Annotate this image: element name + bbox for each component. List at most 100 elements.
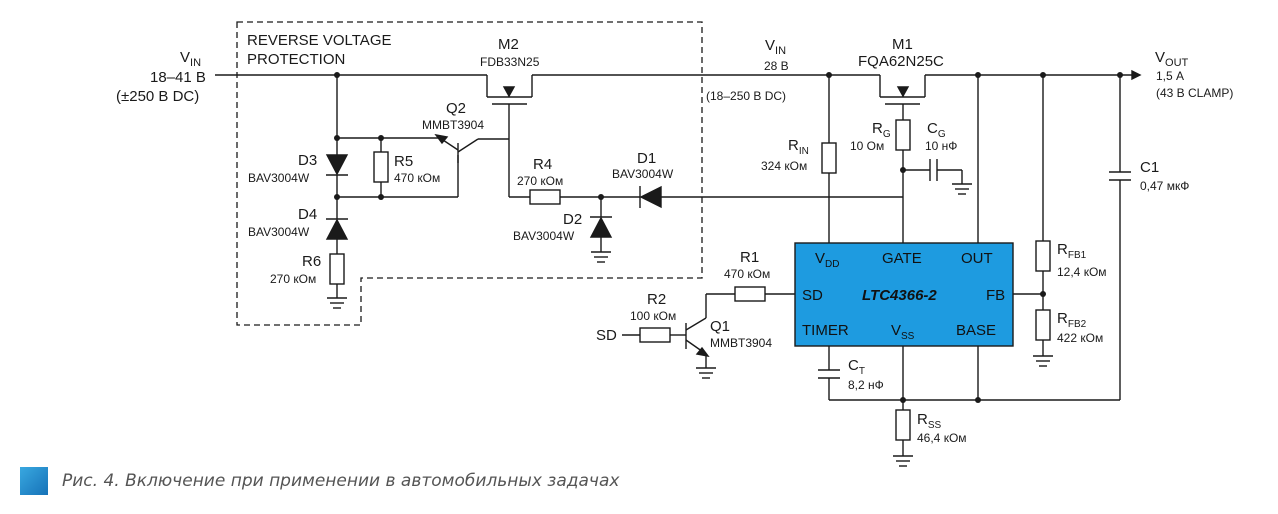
- r6-value: 270 кОм: [270, 272, 316, 286]
- sd-input-label: SD: [596, 327, 617, 344]
- top-rail: [215, 69, 1142, 81]
- junction-dots: [334, 72, 1123, 403]
- transistor-q1: Q1 MMBT3904: [685, 294, 772, 379]
- svg-text:CG: CG: [927, 120, 946, 140]
- resistor-rfb1: RFB1 12,4 кОм: [1035, 75, 1107, 310]
- mosfet-m2: M2 FDB33N25: [480, 36, 540, 130]
- r6-ref: R6: [302, 253, 321, 270]
- vin-symbol: V: [180, 49, 190, 66]
- vin-mid-symbol: V: [765, 37, 775, 54]
- chip-ltc4366: VDD GATE OUT SD LTC4366-2 FB TIMER VSS B…: [794, 242, 1014, 347]
- resistor-rfb2: RFB2 422 кОм: [1033, 309, 1103, 367]
- rss-sub: SS: [928, 420, 942, 431]
- protection-box: [236, 21, 703, 326]
- rg-value: 10 Ом: [850, 139, 884, 153]
- svg-text:VOUT: VOUT: [1155, 49, 1189, 69]
- m2-part: FDB33N25: [480, 55, 540, 69]
- vin-mid-value: 28 В: [764, 59, 789, 73]
- pin-vdd: V: [815, 250, 825, 267]
- resistor-rss: RSS 46,4 кОм: [893, 409, 967, 467]
- input-label: VIN 18–41 В (±250 В DC): [116, 49, 206, 105]
- pin-out: OUT: [961, 250, 993, 267]
- transistor-q2: Q2 MMBT3904: [422, 100, 509, 163]
- cg-sub: G: [938, 129, 946, 140]
- q1-ref: Q1: [710, 318, 730, 335]
- rfb2-ref: R: [1057, 310, 1068, 327]
- pin-sd: SD: [802, 287, 823, 304]
- rg-sub: G: [883, 129, 891, 140]
- resistor-r6: R6 270 кОм: [270, 253, 345, 286]
- rin-sub: IN: [799, 146, 809, 157]
- d3-ref: D3: [298, 152, 317, 169]
- resistor-r1: R1 470 кОм: [706, 249, 795, 302]
- ct-value: 8,2 нФ: [848, 378, 884, 392]
- pin-base: BASE: [956, 322, 996, 339]
- pin-vss-sub: SS: [901, 331, 915, 342]
- junction-dot: [900, 167, 906, 173]
- rss-value: 46,4 кОм: [917, 431, 967, 445]
- vin-mid-label: VIN 28 В (18–250 В DC): [706, 37, 789, 103]
- rfb2-sub: FB2: [1068, 319, 1087, 330]
- r2-ref: R2: [647, 291, 666, 308]
- q2-part: MMBT3904: [422, 118, 484, 132]
- q1-part: MMBT3904: [710, 336, 772, 350]
- vin-subscript: IN: [190, 57, 201, 69]
- pin-timer: TIMER: [802, 322, 849, 339]
- svg-text:RG: RG: [872, 120, 891, 140]
- d3-part: BAV3004W: [248, 171, 310, 185]
- vout-clamp: (43 В CLAMP): [1156, 86, 1233, 100]
- ground-r6: [327, 284, 347, 309]
- d1-ref: D1: [637, 150, 656, 167]
- vin-mid-range: (18–250 В DC): [706, 89, 786, 103]
- d1-part: BAV3004W: [612, 167, 674, 181]
- d2-ref: D2: [563, 211, 582, 228]
- pin-vdd-sub: DD: [825, 259, 839, 270]
- r1-value: 470 кОм: [724, 267, 770, 281]
- diode-d2: D2 BAV3004W: [513, 197, 613, 263]
- protection-title-line1: REVERSE VOLTAGE: [247, 32, 392, 49]
- caption-marker: [20, 467, 48, 495]
- svg-text:VDD: VDD: [815, 250, 839, 270]
- vout-subscript: OUT: [1165, 57, 1189, 69]
- resistor-r2: R2 100 кОм: [630, 291, 686, 343]
- rfb1-ref: R: [1057, 241, 1068, 258]
- capacitor-c1: C1 0,47 мкФ: [1109, 75, 1189, 400]
- resistor-r4: R4 270 кОм: [509, 156, 640, 205]
- svg-text:VIN: VIN: [180, 49, 201, 69]
- vin-dc-range: (±250 В DC): [116, 88, 199, 105]
- vin-mid-subscript: IN: [775, 45, 786, 57]
- ct-sub: T: [859, 366, 865, 377]
- sd-input: SD: [596, 327, 640, 344]
- mosfet-m1: M1 FQA62N25C: [858, 36, 944, 120]
- output-label: VOUT 1,5 А (43 В CLAMP): [1155, 49, 1233, 100]
- svg-text:RIN: RIN: [788, 137, 809, 157]
- c1-value: 0,47 мкФ: [1140, 179, 1189, 193]
- svg-text:VSS: VSS: [891, 322, 915, 342]
- diode-d3: D3 BAV3004W: [248, 75, 349, 185]
- vout-symbol: V: [1155, 49, 1165, 66]
- rin-ref: R: [788, 137, 799, 154]
- svg-text:RSS: RSS: [917, 411, 942, 431]
- capacitor-ct: CT 8,2 нФ: [818, 346, 884, 400]
- rfb1-sub: FB1: [1068, 250, 1087, 261]
- r5-value: 470 кОм: [394, 171, 440, 185]
- q2-ref: Q2: [446, 100, 466, 117]
- pin-fb: FB: [986, 287, 1005, 304]
- figure-caption: Рис. 4. Включение при применении в автом…: [20, 466, 619, 496]
- protection-title-line2: PROTECTION: [247, 51, 345, 68]
- resistor-rin: RIN 324 кОм: [761, 75, 837, 243]
- vin-range: 18–41 В: [150, 69, 206, 86]
- rfb1-value: 12,4 кОм: [1057, 265, 1107, 279]
- r5-network: R5 470 кОм: [337, 137, 459, 198]
- d4-part: BAV3004W: [248, 225, 310, 239]
- cg-ref: C: [927, 120, 938, 137]
- capacitor-cg: CG 10 нФ: [903, 120, 972, 195]
- diode-d4: D4 BAV3004W: [248, 206, 349, 240]
- vout-current: 1,5 А: [1156, 69, 1184, 83]
- d4-ref: D4: [298, 206, 317, 223]
- rfb2-value: 422 кОм: [1057, 331, 1103, 345]
- rin-value: 324 кОм: [761, 159, 807, 173]
- caption-text: Рис. 4. Включение при применении в автом…: [62, 471, 620, 491]
- chip-name: LTC4366-2: [862, 287, 937, 304]
